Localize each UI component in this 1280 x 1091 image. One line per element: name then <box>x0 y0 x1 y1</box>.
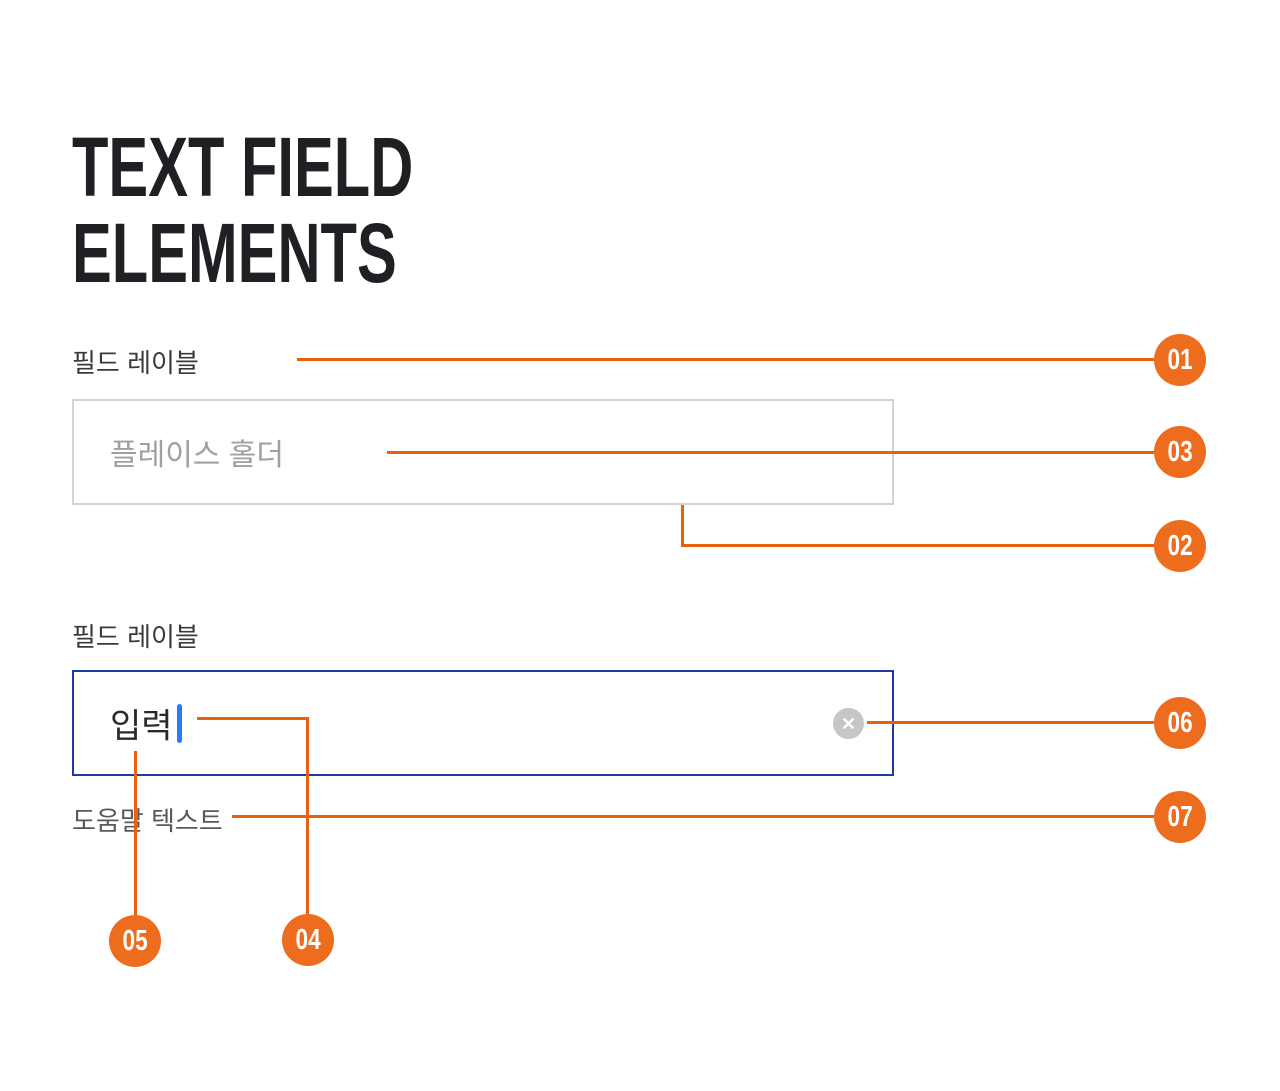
badge-number-05: 05 <box>122 924 148 957</box>
callout-badge-05: 05 <box>109 915 161 967</box>
text-field-focused[interactable]: 입력 ✕ <box>72 670 894 776</box>
connector-line-03 <box>387 451 1154 454</box>
connector-line-05-vertical <box>134 751 137 916</box>
field-label-default: 필드 레이블 <box>72 348 199 378</box>
helper-text: 도움말 텍스트 <box>72 806 223 836</box>
clear-icon: ✕ <box>840 713 857 734</box>
callout-badge-06: 06 <box>1154 697 1206 749</box>
page-title-line-2: ELEMENTS <box>72 206 397 301</box>
badge-number-04: 04 <box>295 923 321 956</box>
connector-line-04-horizontal <box>197 717 309 720</box>
connector-line-04-vertical <box>306 717 309 915</box>
connector-line-06 <box>867 721 1154 724</box>
badge-number-02: 02 <box>1167 529 1193 562</box>
text-cursor <box>177 704 182 743</box>
clear-button[interactable]: ✕ <box>833 708 864 739</box>
badge-number-01: 01 <box>1167 343 1193 376</box>
connector-line-07 <box>232 815 1154 818</box>
callout-badge-07: 07 <box>1154 791 1206 843</box>
badge-number-03: 03 <box>1167 435 1193 468</box>
connector-line-02-vertical <box>681 505 684 547</box>
field-label-focused: 필드 레이블 <box>72 622 199 652</box>
callout-badge-01: 01 <box>1154 334 1206 386</box>
placeholder-text: 플레이스 홀더 <box>110 439 284 472</box>
callout-badge-03: 03 <box>1154 426 1206 478</box>
connector-line-02-horizontal <box>681 544 1154 547</box>
input-value: 입력 <box>110 707 173 746</box>
callout-badge-02: 02 <box>1154 520 1206 572</box>
badge-number-06: 06 <box>1167 706 1193 739</box>
page-title: TEXT FIELD ELEMENTS <box>72 124 553 296</box>
callout-badge-04: 04 <box>282 914 334 966</box>
badge-number-07: 07 <box>1167 800 1193 833</box>
connector-line-01 <box>297 358 1154 361</box>
page-title-line-1: TEXT FIELD <box>72 120 414 215</box>
